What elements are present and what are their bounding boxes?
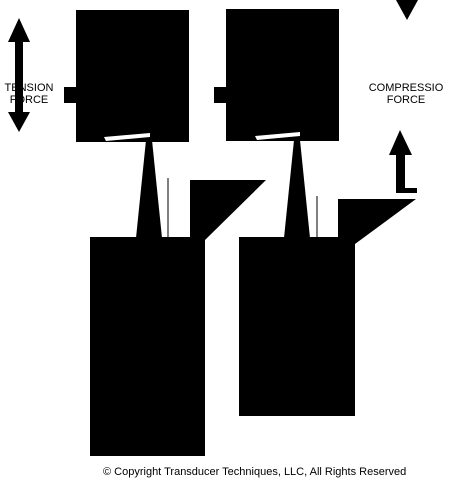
tension-arrow-down-head	[8, 112, 30, 132]
compression-fixture-wedge	[338, 199, 416, 244]
tension-arrow-shaft	[15, 40, 23, 114]
compression-arrow-down-head	[396, 0, 418, 20]
tension-label-line2: FORCE	[9, 94, 49, 106]
compression-arrow-up-head	[389, 130, 412, 155]
compression-label-line2: FORCE	[386, 94, 426, 106]
compression-fixture-block	[239, 237, 355, 416]
tension-label-line1: TENSION	[4, 82, 54, 94]
compression-arrow-shaft	[396, 153, 405, 193]
compression-support-post	[284, 140, 310, 238]
tension-arrow-up-head	[8, 18, 30, 42]
compression-arrow-foot	[403, 188, 417, 193]
compression-label-line1: COMPRESSIO	[368, 82, 444, 94]
compression-cell-connector	[214, 87, 226, 103]
tension-fixture-block	[90, 237, 205, 456]
tension-cell-base-highlight	[104, 133, 150, 141]
tension-load-cell	[76, 10, 189, 142]
compression-cell-base-highlight	[255, 132, 300, 140]
tension-assembly	[64, 10, 266, 456]
tension-label: TENSION FORCE	[0, 82, 58, 106]
compression-arrow-icon	[389, 0, 418, 193]
tension-cell-connector	[64, 87, 76, 103]
compression-load-cell	[226, 9, 339, 141]
compression-assembly	[214, 9, 416, 416]
tension-fixture-wedge	[190, 180, 266, 240]
compression-label: COMPRESSIO FORCE	[362, 82, 450, 106]
copyright-notice: © Copyright Transducer Techniques, LLC, …	[103, 466, 407, 478]
tension-support-post	[136, 140, 162, 238]
tension-arrow-icon	[8, 18, 30, 132]
